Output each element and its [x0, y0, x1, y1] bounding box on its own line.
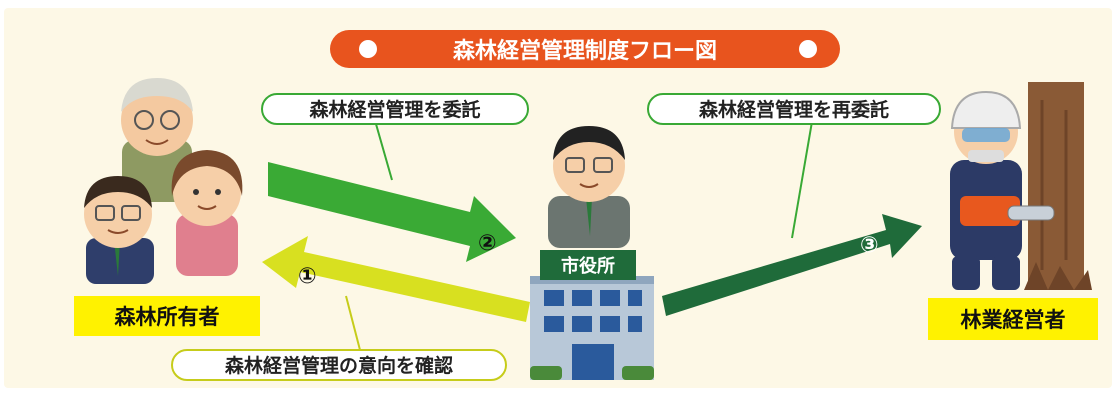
owner-label-box [74, 296, 260, 336]
title-banner: 森林経営管理制度フロー図 [330, 30, 840, 68]
leader-confirm [345, 295, 361, 351]
step-one-label: ① [298, 264, 317, 289]
callout-reentrust-text: 森林経営管理を再委託 [699, 98, 889, 121]
callout-confirm: 森林経営管理の意向を確認 [171, 349, 507, 381]
bullet-right-icon [799, 40, 817, 58]
grandmother-figure [171, 150, 243, 276]
arrow-reentrust [662, 214, 922, 316]
callout-reentrust: 森林経営管理を再委託 [647, 93, 941, 125]
bullet-left-icon [359, 40, 377, 58]
owner-label: 森林所有者 [115, 305, 220, 329]
man-figure [84, 176, 154, 284]
page-title: 森林経営管理制度フロー図 [453, 38, 717, 64]
forestry-worker-figure [950, 90, 1022, 290]
chainsaw-icon [960, 196, 1055, 226]
callout-confirm-text: 森林経営管理の意向を確認 [225, 354, 453, 377]
operator-label: 林業経営者 [961, 308, 1066, 332]
arrow-confirm [262, 236, 530, 322]
operator-label-box [928, 298, 1098, 340]
city-hall-building [530, 276, 654, 380]
leader-reentrust [791, 109, 815, 239]
callout-entrust-text: 森林経営管理を委託 [309, 98, 480, 121]
callout-entrust: 森林経営管理を委託 [261, 93, 529, 125]
step-two-label: ② [478, 231, 497, 256]
step-three-label: ③ [860, 233, 879, 258]
city-official-figure [548, 126, 630, 248]
city-hall-sign [540, 250, 636, 280]
arrow-entrust [268, 162, 516, 262]
office-label: 市役所 [561, 255, 615, 277]
tree-trunk [1024, 82, 1092, 290]
forest-owners-illustration [84, 78, 243, 284]
